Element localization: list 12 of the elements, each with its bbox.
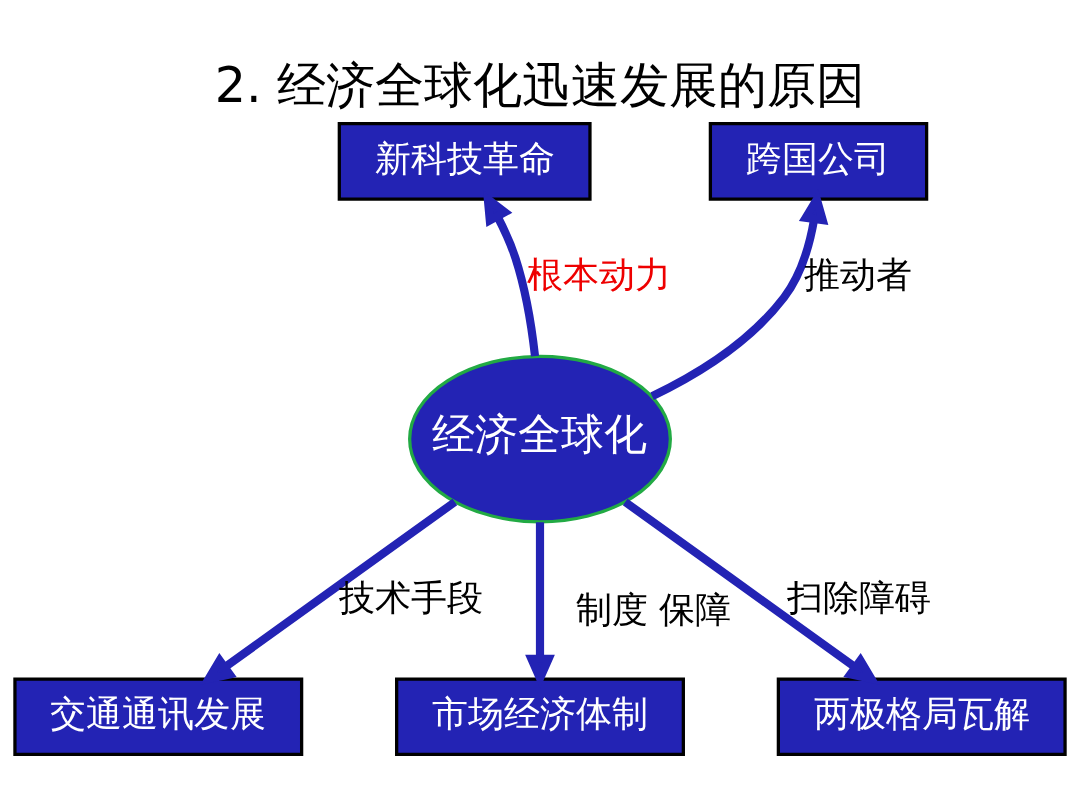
edge-label: 根本动力	[526, 253, 671, 295]
edge-label: 推动者	[803, 253, 912, 295]
node-box: 交通通讯发展	[13, 676, 304, 756]
node-box: 两极格局瓦解	[776, 676, 1067, 756]
diagram-title: 2. 经济全球化迅速发展的原因	[214, 55, 866, 114]
edge-label: 扫除障碍	[787, 576, 932, 618]
node-box: 市场经济体制	[395, 676, 685, 756]
edge-label: 技术手段	[338, 576, 483, 618]
edge-label: 制度 保障	[575, 588, 732, 630]
node-box: 跨国公司	[708, 121, 929, 201]
node-ellipse: 经济全球化	[408, 354, 672, 523]
node-box: 新科技革命	[337, 121, 592, 201]
